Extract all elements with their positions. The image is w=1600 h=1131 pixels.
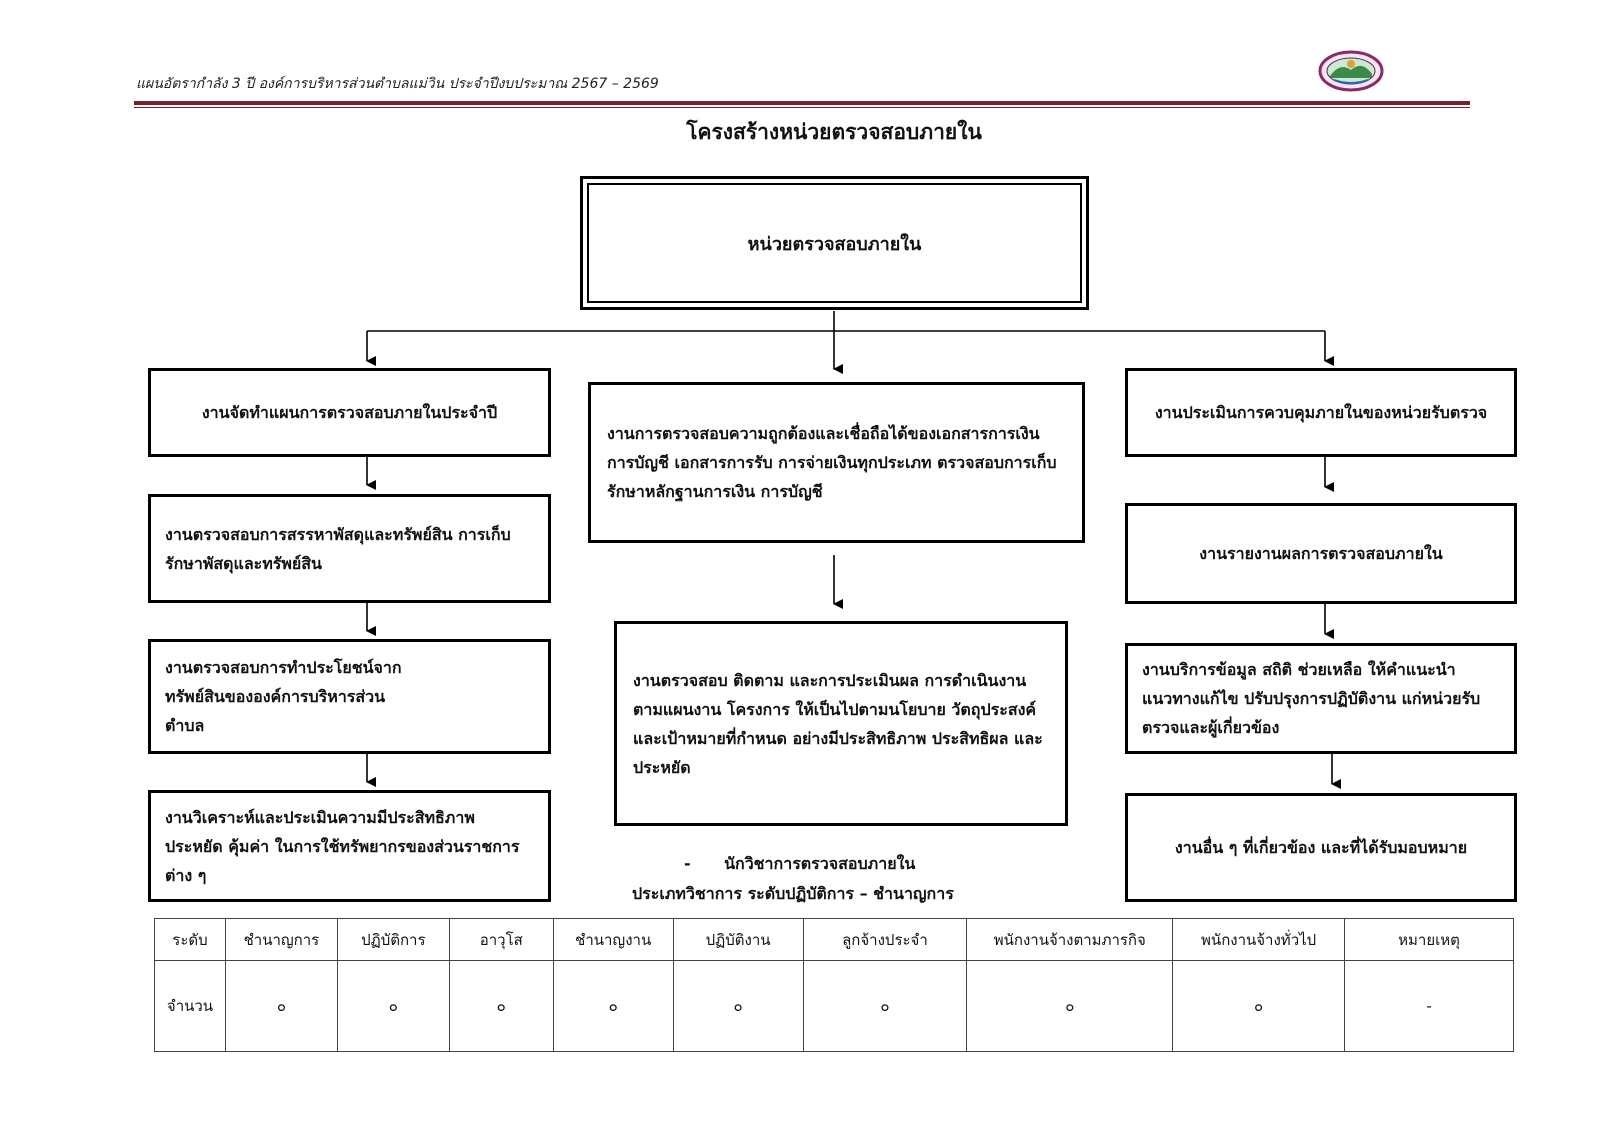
table-cell: ๐	[802, 960, 968, 1052]
left-task-3-label: งานตรวจสอบการทำประโยชน์จากทรัพย์สินขององ…	[165, 658, 402, 735]
table-header: ชำนาญงาน	[552, 918, 674, 961]
right-task-4-box: งานอื่น ๆ ที่เกี่ยวข้อง และที่ได้รับมอบห…	[1125, 793, 1517, 902]
center-task-2-label: งานตรวจสอบ ติดตาม และการประเมินผล การดำเ…	[633, 670, 1043, 777]
table-cell: ๐	[1172, 960, 1346, 1052]
left-task-1-box: งานจัดทำแผนการตรวจสอบภายในประจำปี	[148, 368, 551, 457]
page-title: โครงสร้างหน่วยตรวจสอบภายใน	[686, 120, 982, 144]
staff-table-header-row: ระดับ ชำนาญการ ปฏิบัติการ อาวุโส ชำนาญงา…	[154, 918, 1514, 961]
staff-type-line: ประเภทวิชาการ ระดับปฏิบัติการ – ชำนาญการ	[632, 884, 954, 903]
right-task-1-label: งานประเมินการควบคุมภายในของหน่วยรับตรวจ	[1154, 403, 1488, 422]
right-task-3-box: งานบริการข้อมูล สถิติ ช่วยเหลือ ให้คำแนะ…	[1125, 643, 1517, 754]
staff-position-line: - นักวิชาการตรวจสอบภายใน	[684, 854, 916, 873]
left-task-2-box: งานตรวจสอบการสรรหาพัสดุและทรัพย์สิน การเ…	[148, 494, 551, 603]
left-task-4-box: งานวิเคราะห์และประเมินความมีประสิทธิภาพ …	[148, 790, 551, 902]
table-cell: ๐	[552, 960, 674, 1052]
table-header: หมายเหตุ	[1344, 918, 1514, 961]
center-task-1-box: งานการตรวจสอบความถูกต้องและเชื่อถือได้ขอ…	[588, 382, 1085, 543]
right-task-3-label: งานบริการข้อมูล สถิติ ช่วยเหลือ ให้คำแนะ…	[1142, 660, 1481, 737]
header-rule-thin	[134, 107, 1470, 108]
table-cell: ๐	[448, 960, 554, 1052]
table-cell: ๐	[672, 960, 804, 1052]
right-task-2-box: งานรายงานผลการตรวจสอบภายใน	[1125, 503, 1517, 604]
left-task-3-box: งานตรวจสอบการทำประโยชน์จากทรัพย์สินขององ…	[148, 639, 551, 754]
table-row: จำนวน ๐ ๐ ๐ ๐ ๐ ๐ ๐ ๐ -	[154, 960, 1514, 1052]
root-unit-box: หน่วยตรวจสอบภายใน	[580, 176, 1089, 310]
left-task-1-label: งานจัดทำแผนการตรวจสอบภายในประจำปี	[201, 403, 498, 422]
row-label: จำนวน	[154, 960, 226, 1052]
left-task-4-label: งานวิเคราะห์และประเมินความมีประสิทธิภาพ …	[165, 807, 520, 885]
table-header: อาวุโส	[448, 918, 554, 961]
table-header: ชำนาญการ	[224, 918, 338, 961]
right-task-4-label: งานอื่น ๆ ที่เกี่ยวข้อง และที่ได้รับมอบห…	[1174, 838, 1468, 857]
table-cell: ๐	[336, 960, 450, 1052]
header-rule	[134, 101, 1470, 105]
municipal-seal-icon	[1318, 50, 1384, 92]
table-cell: -	[1344, 960, 1514, 1052]
right-task-1-box: งานประเมินการควบคุมภายในของหน่วยรับตรวจ	[1125, 368, 1517, 457]
table-header: พนักงานจ้างทั่วไป	[1172, 918, 1346, 961]
center-task-2-box: งานตรวจสอบ ติดตาม และการประเมินผล การดำเ…	[614, 621, 1068, 826]
table-header: ระดับ	[154, 918, 226, 961]
table-header: ลูกจ้างประจำ	[802, 918, 968, 961]
right-task-2-label: งานรายงานผลการตรวจสอบภายใน	[1199, 544, 1443, 563]
staff-table: ระดับ ชำนาญการ ปฏิบัติการ อาวุโส ชำนาญงา…	[154, 918, 1514, 1052]
table-cell: ๐	[966, 960, 1174, 1052]
left-task-2-label: งานตรวจสอบการสรรหาพัสดุและทรัพย์สิน การเ…	[165, 524, 511, 573]
table-header: พนักงานจ้างตามภารกิจ	[966, 918, 1174, 961]
table-cell: ๐	[224, 960, 338, 1052]
document-header: แผนอัตรากำลัง 3 ปี องค์การบริหารส่วนตำบล…	[136, 76, 659, 92]
center-task-1-label: งานการตรวจสอบความถูกต้องและเชื่อถือได้ขอ…	[607, 424, 1057, 501]
table-header: ปฏิบัติการ	[336, 918, 450, 961]
table-header: ปฏิบัติงาน	[672, 918, 804, 961]
root-unit-label: หน่วยตรวจสอบภายใน	[587, 183, 1082, 303]
